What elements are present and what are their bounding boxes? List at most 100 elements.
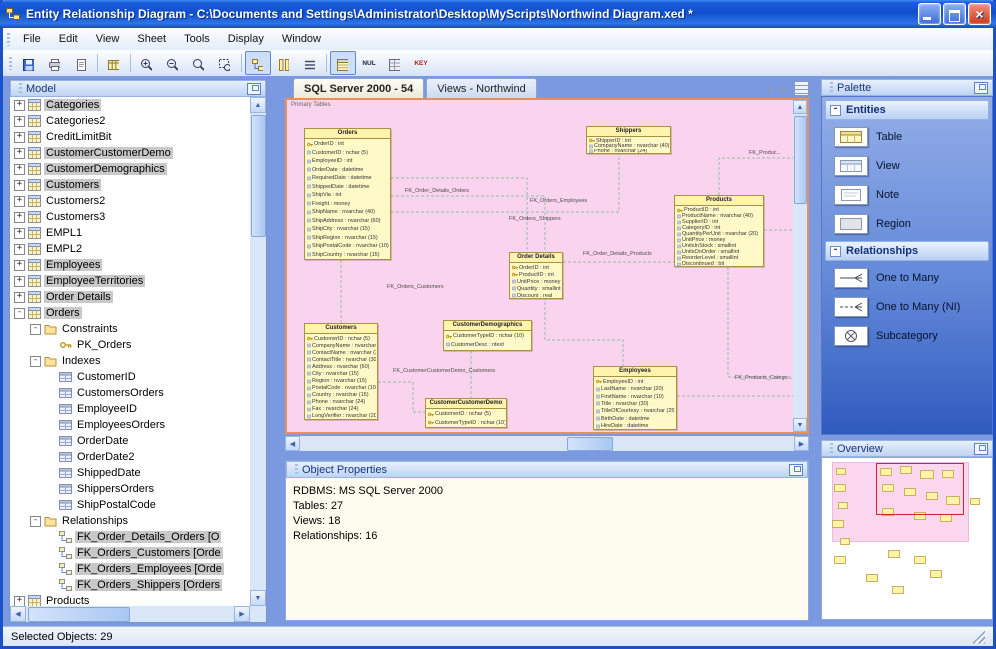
tree-item-customercustomerdemo[interactable]: +CustomerCustomerDemo xyxy=(10,145,250,161)
tree-item-shippeddate[interactable]: ShippedDate xyxy=(10,465,250,481)
palette-section-entities[interactable]: -Entities xyxy=(825,100,989,120)
tree-item-shippersorders[interactable]: ShippersOrders xyxy=(10,481,250,497)
palette-item-note[interactable]: Note xyxy=(822,180,992,209)
expand-icon[interactable]: + xyxy=(14,595,25,606)
zoom-in-button[interactable] xyxy=(134,51,160,75)
scroll-down-icon[interactable]: ▼ xyxy=(793,418,807,432)
tree-item-constraints[interactable]: -Constraints xyxy=(10,321,250,337)
tree-item-customers[interactable]: +Customers xyxy=(10,177,250,193)
expand-icon[interactable]: + xyxy=(14,211,25,223)
tree-item-categories2[interactable]: +Categories2 xyxy=(10,113,250,129)
palette-section-relationships[interactable]: -Relationships xyxy=(825,241,989,261)
expand-icon[interactable]: + xyxy=(14,195,25,207)
save-button[interactable] xyxy=(16,51,42,75)
table-layout-button[interactable] xyxy=(101,51,127,75)
collapse-icon[interactable]: - xyxy=(830,245,841,257)
collapse-icon[interactable]: - xyxy=(30,323,41,335)
tree-item-employees[interactable]: +Employees xyxy=(10,257,250,273)
palette-item-table[interactable]: Table xyxy=(822,122,992,151)
scroll-left-icon[interactable]: ◀ xyxy=(285,436,300,451)
scroll-up-icon[interactable]: ▲ xyxy=(250,97,266,113)
collapse-icon[interactable]: - xyxy=(30,515,41,527)
tree-item-empl1[interactable]: +EMPL1 xyxy=(10,225,250,241)
menu-view[interactable]: View xyxy=(95,33,120,45)
expand-icon[interactable]: + xyxy=(14,227,25,239)
tree-item-products[interactable]: +Products xyxy=(10,593,250,606)
tree-item-customers3[interactable]: +Customers3 xyxy=(10,209,250,225)
expand-icon[interactable]: + xyxy=(14,99,25,111)
collapse-icon[interactable]: - xyxy=(14,307,25,319)
tree-item-customers2[interactable]: +Customers2 xyxy=(10,193,250,209)
expand-icon[interactable]: + xyxy=(14,131,25,143)
tree-item-indexes[interactable]: -Indexes xyxy=(10,353,250,369)
palette-item-subcategory[interactable]: Subcategory xyxy=(822,321,992,350)
tree-item-relationships[interactable]: -Relationships xyxy=(10,513,250,529)
overview-viewport[interactable] xyxy=(876,463,964,515)
tree-item-shippostalcode[interactable]: ShipPostalCode xyxy=(10,497,250,513)
tree-item-customersorders[interactable]: CustomersOrders xyxy=(10,385,250,401)
float-panel-icon[interactable] xyxy=(974,81,988,94)
maximize-button[interactable] xyxy=(943,3,966,25)
tree-vertical-scrollbar[interactable]: ▲ ▼ xyxy=(250,97,266,606)
tree-item-order-details[interactable]: +Order Details xyxy=(10,289,250,305)
close-button[interactable]: × xyxy=(968,3,991,25)
tree-item-orders[interactable]: -Orders xyxy=(10,305,250,321)
palette-item-one-to-many-ni[interactable]: One to Many (NI) xyxy=(822,292,992,321)
er-diagram-canvas[interactable]: Primary Tables FK_Produc...FK_Order_Deta… xyxy=(287,100,793,432)
collapse-icon[interactable]: - xyxy=(30,355,41,367)
tree-item-pk-orders[interactable]: PK_Orders xyxy=(10,337,250,353)
show-datatypes-button[interactable] xyxy=(382,51,408,75)
tree-horizontal-scrollbar[interactable]: ◀ ▶ xyxy=(10,606,250,622)
tree-item-customerid[interactable]: CustomerID xyxy=(10,369,250,385)
expand-icon[interactable]: + xyxy=(14,115,25,127)
expand-icon[interactable]: + xyxy=(14,147,25,159)
tree-item-employeeterritories[interactable]: +EmployeeTerritories xyxy=(10,273,250,289)
tree-item-categories[interactable]: +Categories xyxy=(10,97,250,113)
menu-file[interactable]: File xyxy=(23,33,41,45)
palette-item-one-to-many[interactable]: One to Many xyxy=(822,263,992,292)
tree-item-fk-orders-shippers-orders[interactable]: FK_Orders_Shippers [Orders xyxy=(10,577,250,593)
tree-item-orderdate[interactable]: OrderDate xyxy=(10,433,250,449)
palette-item-region[interactable]: Region xyxy=(822,209,992,238)
show-attributes-button[interactable] xyxy=(330,51,356,75)
zoom-out-button[interactable] xyxy=(160,51,186,75)
tree-item-orderdate2[interactable]: OrderDate2 xyxy=(10,449,250,465)
palette-item-view[interactable]: View xyxy=(822,151,992,180)
menu-window[interactable]: Window xyxy=(281,33,321,45)
tree-item-creditlimitbit[interactable]: +CreditLimitBit xyxy=(10,129,250,145)
expand-icon[interactable]: + xyxy=(14,243,25,255)
canvas-vertical-scrollbar[interactable]: ▲ ▼ xyxy=(793,100,807,432)
float-panel-icon[interactable] xyxy=(789,463,803,476)
scroll-left-icon[interactable]: ◀ xyxy=(10,606,26,622)
collapse-icon[interactable]: - xyxy=(830,104,841,116)
scroll-up-icon[interactable]: ▲ xyxy=(793,100,807,114)
float-panel-icon[interactable] xyxy=(974,442,988,455)
show-keys-button[interactable]: KEY xyxy=(408,51,434,75)
tree-item-fk-orders-employees-orde[interactable]: FK_Orders_Employees [Orde xyxy=(10,561,250,577)
print-button[interactable] xyxy=(42,51,68,75)
tree-item-customerdemographics[interactable]: +CustomerDemographics xyxy=(10,161,250,177)
view-columns-button[interactable] xyxy=(271,51,297,75)
menu-sheet[interactable]: Sheet xyxy=(137,33,167,45)
tab-sql-server-2000-54[interactable]: SQL Server 2000 - 54 xyxy=(293,78,425,98)
float-panel-icon[interactable] xyxy=(247,82,261,95)
scrollbar-thumb[interactable] xyxy=(251,115,266,237)
zoom-area-button[interactable] xyxy=(212,51,238,75)
show-nullability-button[interactable]: NUL xyxy=(356,51,382,75)
expand-icon[interactable]: + xyxy=(14,291,25,303)
expand-icon[interactable]: + xyxy=(14,163,25,175)
scroll-right-icon[interactable]: ▶ xyxy=(234,606,250,622)
scrollbar-thumb[interactable] xyxy=(567,437,613,451)
print-preview-button[interactable] xyxy=(68,51,94,75)
menu-tools[interactable]: Tools xyxy=(184,33,210,45)
menu-edit[interactable]: Edit xyxy=(58,33,78,45)
minimize-button[interactable] xyxy=(918,3,941,25)
tree-item-employeesorders[interactable]: EmployeesOrders xyxy=(10,417,250,433)
